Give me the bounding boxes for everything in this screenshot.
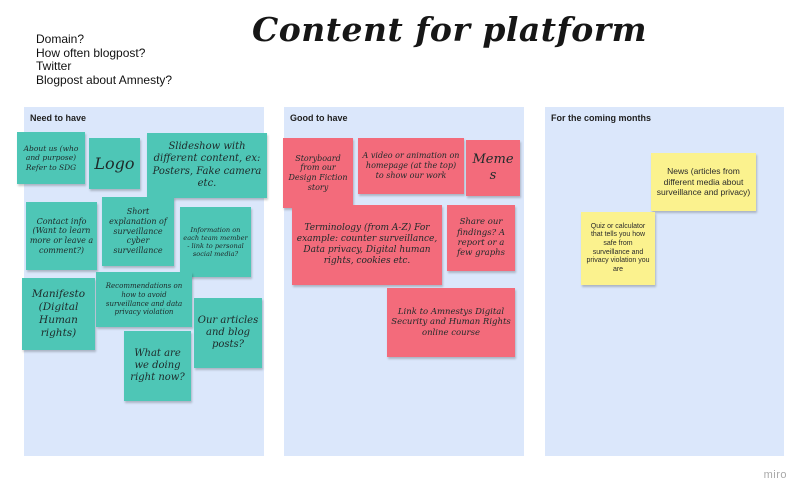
question-line: Twitter: [36, 59, 72, 73]
question-line: Blogpost about Amnesty?: [36, 72, 173, 87]
sticky-note-memes[interactable]: Meme s: [466, 140, 520, 196]
sticky-note-what-are-we-doing[interactable]: What are we doing right now?: [124, 331, 191, 401]
sticky-note-recommendations[interactable]: Recommendations on how to avoid surveill…: [96, 272, 192, 327]
sticky-note-quiz[interactable]: Quiz or calculator that tells you how sa…: [581, 212, 655, 285]
sticky-note-terminology[interactable]: Terminology (from A-Z) For example: coun…: [292, 205, 442, 285]
sticky-note-about-us[interactable]: About us (who and purpose) Refer to SDG: [17, 132, 85, 184]
sticky-note-video[interactable]: A video or animation on homepage (at the…: [358, 138, 464, 194]
board-title: Content for platform: [252, 10, 648, 49]
sticky-note-share-findings[interactable]: Share our findings? A report or a few gr…: [447, 205, 515, 271]
column-header: Good to have: [290, 113, 348, 123]
sticky-note-contact-info[interactable]: Contact info (Want to learn more or leav…: [26, 202, 97, 270]
sticky-note-information[interactable]: Information on each team member - link t…: [180, 207, 251, 277]
sticky-note-logo[interactable]: Logo: [89, 138, 140, 189]
miro-logo: miro: [763, 469, 787, 481]
question-line: Domain?: [36, 32, 85, 46]
sticky-note-slideshow[interactable]: Slideshow with different content, ex: Po…: [147, 133, 267, 198]
question-line: How often blogpost?: [36, 45, 146, 60]
sticky-note-news[interactable]: News (articles from different media abou…: [651, 153, 756, 211]
questions-text: Domain? How often blogpost? Twitter Blog…: [36, 32, 173, 87]
column-header: For the coming months: [551, 113, 651, 123]
sticky-note-manifesto[interactable]: Manifesto (Digital Human rights): [22, 278, 95, 350]
sticky-note-short-explanation[interactable]: Short explanation of surveillance cyber …: [102, 197, 174, 266]
sticky-note-articles[interactable]: Our articles and blog posts?: [194, 298, 262, 368]
sticky-note-storyboard[interactable]: Storyboard from our Design Fiction story: [283, 138, 353, 208]
sticky-note-amnesty-course[interactable]: Link to Amnestys Digital Security and Hu…: [387, 288, 515, 357]
column-header: Need to have: [30, 113, 87, 123]
